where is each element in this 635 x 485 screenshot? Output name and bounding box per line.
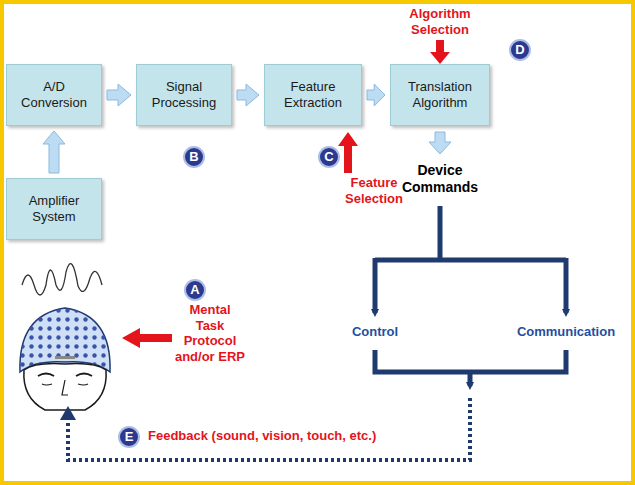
box-text: Translation Algorithm	[397, 79, 483, 112]
callout-letter: D	[509, 39, 531, 61]
box-text: A/D Conversion	[13, 79, 95, 112]
box-text: Amplifier System	[13, 193, 95, 226]
callout-letter: A	[184, 279, 206, 301]
head-illustration	[20, 308, 110, 410]
callout-letter: C	[318, 146, 340, 168]
box-text: Feature Extraction	[271, 79, 355, 112]
algorithm-selection-label: Algorithm Selection	[395, 6, 485, 37]
flow-arrow	[367, 84, 385, 106]
flow-arrow	[237, 84, 259, 106]
output-arrow	[429, 132, 451, 154]
communication-label: Communication	[510, 324, 622, 340]
feature-selection-arrow	[338, 132, 358, 173]
process-box: Amplifier System	[6, 178, 102, 240]
feedback-label: Feedback (sound, vision, touch, etc.)	[148, 428, 448, 444]
eeg-waveform	[22, 264, 102, 295]
flow-arrow	[43, 131, 65, 173]
process-box: A/D Conversion	[6, 64, 102, 126]
process-box: Translation Algorithm	[390, 64, 490, 126]
device-commands-label: Device Commands	[385, 162, 495, 196]
flow-arrow	[107, 84, 131, 106]
callout-letter: B	[183, 146, 205, 168]
protocol-arrow	[122, 328, 172, 348]
feedback-arrowhead	[60, 406, 76, 420]
algorithm-selection-arrow	[430, 40, 450, 64]
protocol-label: Mental Task Protocol and/or ERP	[174, 302, 246, 364]
feedback-loop	[68, 398, 470, 460]
process-box: Signal Processing	[136, 64, 232, 126]
callout-letter: E	[118, 426, 140, 448]
box-text: Signal Processing	[143, 79, 225, 112]
control-label: Control	[340, 324, 410, 340]
process-box: Feature Extraction	[264, 64, 362, 126]
command-tree	[375, 206, 566, 386]
